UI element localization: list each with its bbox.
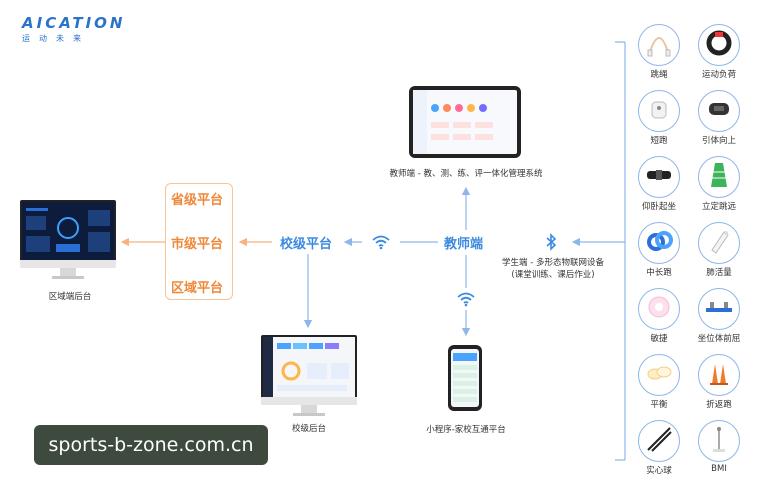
device-circle: [638, 420, 680, 462]
teacher-tablet: [409, 86, 521, 158]
jump-rope-icon: [644, 28, 674, 62]
device-circle: [698, 288, 740, 330]
agility-pad-icon: [644, 292, 674, 326]
device-label: 肺活量: [706, 268, 732, 278]
device-label: 立定跳远: [701, 202, 736, 212]
district-backend-monitor: [20, 200, 116, 280]
spirometer-icon: [704, 226, 734, 260]
device-circle: [698, 222, 740, 264]
sprint-sensor-icon: [644, 94, 674, 128]
medicine-ball-icon: [644, 424, 674, 458]
long-jump-mat-icon: [704, 160, 734, 194]
school-platform-label: 校级平台: [280, 237, 333, 252]
height-scale-icon: [704, 424, 734, 458]
sit-and-reach-icon: [704, 292, 734, 326]
teacher-system-caption: 教师端 - 教、测、练、评一体化管理系统: [389, 169, 543, 179]
heart-rate-band-icon: [704, 28, 734, 62]
device-circle: [698, 24, 740, 66]
device-circle: [638, 156, 680, 198]
balance-pad-icon: [644, 358, 674, 392]
device-label: 实心球: [646, 466, 672, 476]
device-circle: [638, 90, 680, 132]
wristband-icon: [644, 226, 674, 260]
mini-program-caption: 小程序-家校互通平台: [426, 425, 506, 435]
logo-wordmark: AICATION: [22, 14, 126, 32]
student-devices-caption-line1: 学生端 - 多形态物联网设备: [502, 258, 604, 268]
district-backend-caption: 区域端后台: [48, 292, 92, 302]
school-backend-caption: 校级后台: [291, 424, 326, 434]
device-label: 引体向上: [701, 136, 736, 146]
device-label: 跳绳: [650, 70, 668, 80]
device-circle: [698, 354, 740, 396]
pull-up-sensor-icon: [704, 94, 734, 128]
device-label: 平衡: [650, 400, 668, 410]
website-watermark: sports-b-zone.com.cn: [34, 425, 268, 465]
device-circle: [638, 354, 680, 396]
device-label: 折返跑: [706, 400, 732, 410]
district-platform-label: 区域平台: [171, 281, 224, 296]
sit-up-belt-icon: [644, 160, 674, 194]
province-platform-label: 省级平台: [171, 193, 224, 208]
cone-icon: [704, 358, 734, 392]
brand-logo: AICATION 运动未来: [22, 14, 132, 44]
device-circle: [698, 90, 740, 132]
regional-hierarchy-box: [165, 183, 233, 300]
device-label: BMI: [711, 464, 727, 474]
device-label: 敏捷: [650, 334, 668, 344]
bluetooth-icon: [546, 233, 557, 251]
device-circle: [698, 156, 740, 198]
device-circle: [698, 420, 740, 462]
city-platform-label: 市级平台: [171, 237, 224, 252]
logo-tagline: 运动未来: [22, 34, 90, 43]
device-circle: [638, 288, 680, 330]
wifi-icon: [457, 292, 475, 307]
device-label: 中长跑: [646, 268, 672, 278]
device-circle: [638, 222, 680, 264]
teacher-platform-label: 教师端: [444, 237, 484, 252]
mini-program-phone: [448, 345, 482, 411]
device-label: 运动负荷: [701, 70, 736, 80]
device-circle: [638, 24, 680, 66]
wifi-icon: [372, 235, 390, 250]
device-label: 短跑: [650, 136, 668, 146]
device-label: 仰卧起坐: [641, 202, 676, 212]
student-devices-caption-line2: (课堂训练、课后作业): [511, 270, 595, 280]
school-backend-monitor: [261, 335, 357, 417]
device-label: 坐位体前屈: [697, 334, 741, 344]
